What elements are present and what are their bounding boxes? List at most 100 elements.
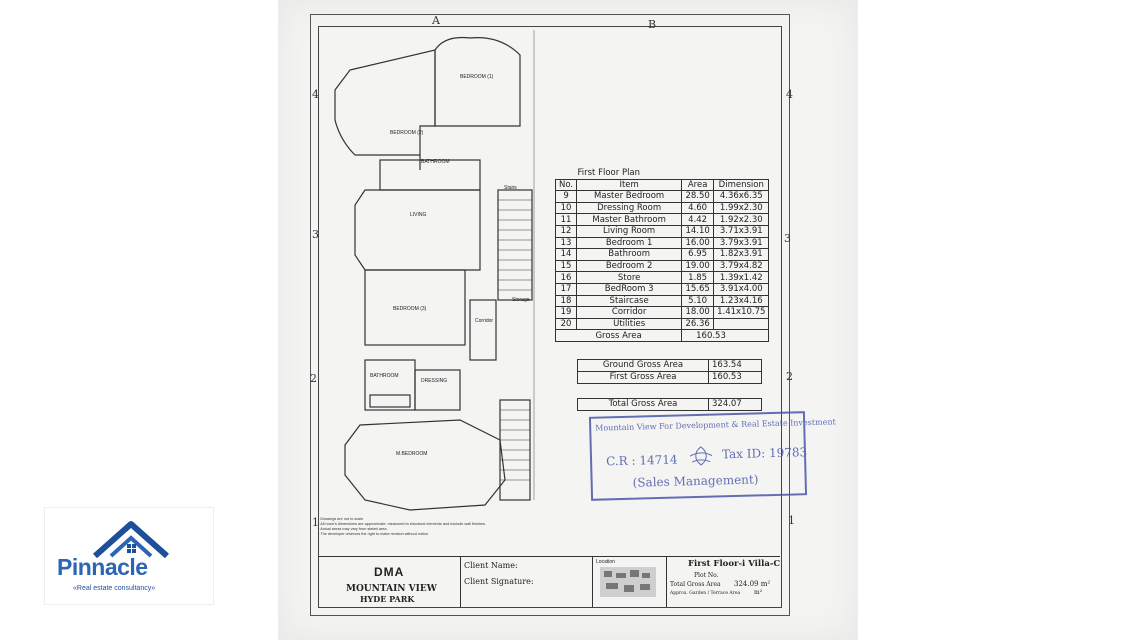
cell-item: Bathroom bbox=[576, 248, 683, 261]
cell-dimension: 3.71x3.91 bbox=[713, 224, 770, 238]
label-storage: Storage bbox=[512, 297, 530, 303]
cell-no: 17 bbox=[554, 282, 578, 296]
cell-no: 12 bbox=[554, 224, 578, 238]
cell-area: 15.65 bbox=[681, 282, 715, 296]
label-bedroom1: BEDROOM (1) bbox=[460, 74, 494, 80]
cell-area: 4.60 bbox=[681, 201, 715, 215]
cell-dimension: 1.23x4.16 bbox=[713, 294, 770, 308]
table-row: Total Gross Area 324.07 bbox=[577, 398, 762, 411]
logo-tagline: «Real estate consultancy» bbox=[73, 585, 156, 592]
cell-item: Master Bathroom bbox=[576, 213, 683, 226]
cell-area: 18.00 bbox=[681, 306, 715, 319]
cell-item: Dressing Room bbox=[576, 201, 683, 215]
garden-area-label: Approx. Garden / Terrace Area bbox=[670, 591, 741, 596]
cell-area: 16.00 bbox=[681, 236, 715, 250]
cell-dimension: 1.39x1.42 bbox=[713, 271, 770, 284]
garden-area-unit: m² bbox=[754, 589, 763, 596]
note-item: • Actual areas may vary from stated area… bbox=[318, 527, 388, 531]
grid-row-4-right: 4 bbox=[786, 88, 793, 101]
cell-no: 11 bbox=[554, 213, 578, 226]
cell-item: Store bbox=[576, 271, 683, 284]
cell-item: Utilities bbox=[576, 317, 683, 331]
total-gross-label: Total Gross Area bbox=[670, 581, 721, 588]
cell-dimension: 1.92x2.30 bbox=[713, 213, 770, 226]
gross-area-value: 160.53 bbox=[681, 329, 770, 342]
grid-row-1-right: 1 bbox=[788, 514, 795, 527]
grid-row-3: 3 bbox=[312, 228, 319, 241]
house-roof-icon bbox=[93, 521, 169, 558]
total-gross-value: 324.07 bbox=[708, 398, 762, 411]
cell-dimension: 1.41x10.75 bbox=[713, 306, 770, 319]
ground-gross-value: 163.54 bbox=[708, 359, 762, 372]
gross-area-row: Gross Area 160.53 bbox=[554, 329, 770, 342]
cell-item: BedRoom 3 bbox=[576, 282, 683, 296]
stamp-company-line: Mountain View For Development & Real Est… bbox=[595, 417, 836, 433]
cell-item: Corridor bbox=[576, 306, 683, 319]
ground-gross-label: Ground Gross Area bbox=[577, 359, 709, 372]
table-row: Ground Gross Area 163.54 bbox=[577, 359, 762, 372]
cell-area: 28.50 bbox=[681, 190, 715, 203]
label-living: LIVING bbox=[410, 212, 427, 218]
location-label: Location bbox=[596, 559, 615, 565]
client-signature-label: Client Signature: bbox=[464, 577, 534, 586]
header-dimension: Dimension bbox=[713, 178, 770, 192]
total-gross-value: 324.09 m² bbox=[734, 580, 771, 588]
note-item: • All room's dimensions are approximate,… bbox=[318, 522, 486, 526]
title-block-client-cell: Client Name: Client Signature: bbox=[460, 557, 593, 607]
label-dressing: DRESSING bbox=[421, 378, 448, 384]
first-gross-label: First Gross Area bbox=[577, 371, 709, 384]
first-gross-value: 160.53 bbox=[708, 371, 762, 384]
total-gross-area-table: Total Gross Area 324.07 bbox=[577, 398, 762, 411]
cell-area: 1.85 bbox=[681, 271, 715, 284]
stamp-emblem-icon bbox=[689, 446, 713, 466]
cell-item: Staircase bbox=[576, 294, 683, 308]
cell-no: 14 bbox=[554, 248, 578, 261]
cell-item: Master Bedroom bbox=[576, 190, 683, 203]
cell-item: Bedroom 1 bbox=[576, 236, 683, 250]
cell-no: 9 bbox=[554, 190, 578, 203]
cell-area: 26.36 bbox=[681, 317, 715, 331]
cell-dimension: 3.79x3.91 bbox=[713, 236, 770, 250]
drawing-border bbox=[310, 14, 790, 616]
title-block-sheet-cell: First Floor-i Villa-C Plot No. Total Gro… bbox=[666, 557, 780, 607]
cell-no: 20 bbox=[554, 317, 578, 331]
cell-no: 13 bbox=[554, 236, 578, 250]
project-name-line1: MOUNTAIN VIEW bbox=[346, 584, 437, 594]
label-stairs: Stairs bbox=[504, 185, 517, 191]
cell-no: 18 bbox=[554, 294, 578, 308]
logo-wordmark: Pinnacle bbox=[57, 554, 148, 580]
grid-row-1: 1 bbox=[312, 516, 319, 529]
cell-dimension: 4.36x6.35 bbox=[713, 190, 770, 203]
table-header-row: No. Item Area Dimension bbox=[554, 178, 770, 192]
cell-item: Living Room bbox=[576, 224, 683, 238]
title-block: DMA MOUNTAIN VIEW HYDE PARK Client Name:… bbox=[318, 556, 780, 607]
cell-no: 10 bbox=[554, 201, 578, 215]
title-block-location-cell: Location bbox=[592, 557, 667, 607]
grid-col-a: A bbox=[432, 14, 440, 27]
floor-plan-drawing bbox=[334, 30, 535, 511]
gross-area-label: Gross Area bbox=[554, 329, 683, 342]
drawing-frame bbox=[318, 26, 782, 608]
cell-no: 16 bbox=[554, 271, 578, 284]
cell-dimension: 3.91x4.00 bbox=[713, 282, 770, 296]
brand-logo: DMA bbox=[374, 565, 405, 579]
cell-dimension bbox=[713, 317, 770, 331]
first-floor-area-table: First Floor Plan No. Item Area Dimension… bbox=[554, 168, 770, 342]
plot-no-label: Plot No. bbox=[694, 572, 719, 579]
cell-area: 6.95 bbox=[681, 248, 715, 261]
grid-row-4: 4 bbox=[312, 88, 319, 101]
table-row: First Gross Area 160.53 bbox=[577, 371, 762, 384]
stamp-cr: C.R : 14714 bbox=[605, 452, 678, 469]
cell-dimension: 3.79x4.82 bbox=[713, 259, 770, 273]
grid-col-b: B bbox=[648, 18, 657, 31]
